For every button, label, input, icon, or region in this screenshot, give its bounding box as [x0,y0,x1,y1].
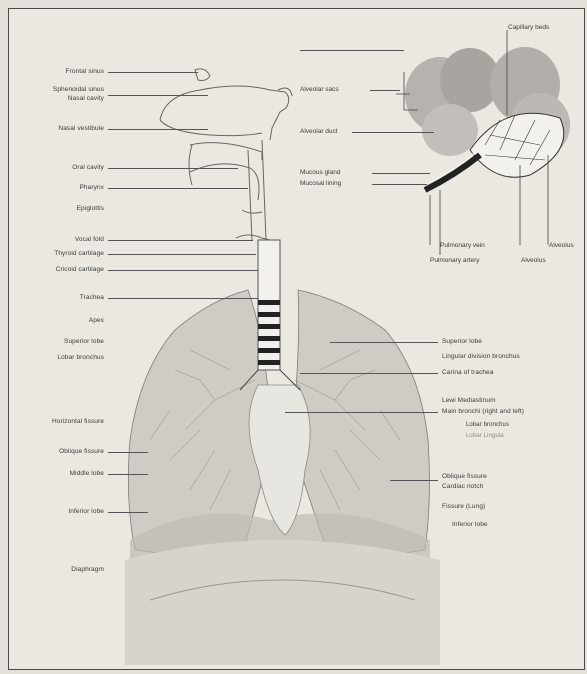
label-apex: Apex [10,317,104,325]
label-alveolus: Alveolus [521,257,546,264]
label-vocal-fold: Vocal fold [10,236,104,244]
label-main-bronchi: Main bronchi (right and left) [442,408,524,416]
leader-line [108,129,208,130]
label-cardiac-notch: Cardiac notch [442,483,483,491]
label-alveolar-sacs: Alveolar sacs [300,86,339,93]
label-carina-of-trachea: Carina of trachea [442,369,494,377]
label-oblique-fissure-left: Oblique fissure [10,448,104,456]
label-diaphragm: Diaphragm [10,566,104,574]
lungs-shading [125,290,440,665]
leader-line [370,90,400,91]
label-inferior-lobe-right: Inferior lobe [452,521,488,529]
label-lingular-division-bronchus: Lingular division bronchus [442,353,520,361]
label-alveolar-duct: Alveolar duct [300,128,338,135]
label-mucosal-lining: Mucosal lining [300,180,341,187]
label-pharynx: Pharynx [10,184,104,192]
label-alveolus-top: Alveolus [549,242,574,249]
label-pulmonary-artery: Pulmonary artery [430,257,480,264]
leader-line [390,480,438,481]
leader-line [108,188,248,189]
leader-line [300,50,404,51]
label-mucous-gland: Mucous gland [300,169,340,176]
leader-line [108,512,148,513]
label-oral-cavity: Oral cavity [10,164,104,172]
label-lobar-lingula: Lobar Lingula [466,432,504,440]
label-fissure-lung: Fissure (Lung) [442,503,485,511]
alveoli-inset [396,30,570,255]
leader-line [108,298,258,299]
leader-line [372,173,430,174]
label-superior-lobe-right: Superior lobe [442,338,482,346]
leader-line [108,95,208,96]
label-inferior-lobe-left: Inferior lobe [10,508,104,516]
leader-line [372,184,427,185]
leader-line [108,254,256,255]
label-lobar-bronchus-right: Lobar bronchus [466,421,509,429]
label-trachea: Trachea [10,294,104,302]
label-oblique-fissure-right: Oblique fissure [442,473,487,481]
label-middle-lobe: Middle lobe [10,470,104,478]
label-lewi-mediastinum: Lewi Mediastinum [442,397,496,405]
leader-line [300,373,438,374]
leader-line [108,240,253,241]
label-nasal-cavity: Nasal cavity [10,95,104,103]
label-pulmonary-vein: Pulmonary vein [440,242,485,249]
label-horizontal-fissure: Horizontal fissure [6,418,104,426]
label-thyroid-cartilage: Thyroid cartilage [10,250,104,258]
leader-line [108,270,258,271]
label-capillary-beds: Capillary beds [508,24,549,31]
leader-line [352,132,434,133]
label-cricoid-cartilage: Cricoid cartilage [10,266,104,274]
leader-line [108,72,198,73]
label-lobar-bronchus-left: Lobar bronchus [10,354,104,362]
label-frontal-sinus: Frontal sinus [10,68,104,76]
label-superior-lobe-left: Superior lobe [10,338,104,346]
label-epiglottis: Epiglottis [10,205,104,213]
leader-line [108,474,148,475]
leader-line [108,452,148,453]
label-nasal-vestibule: Nasal vestibule [10,125,104,133]
leader-line [285,412,438,413]
leader-line [330,342,438,343]
leader-line [108,168,238,169]
label-sphenoidal-sinus: Sphenoidal sinus [10,86,104,94]
